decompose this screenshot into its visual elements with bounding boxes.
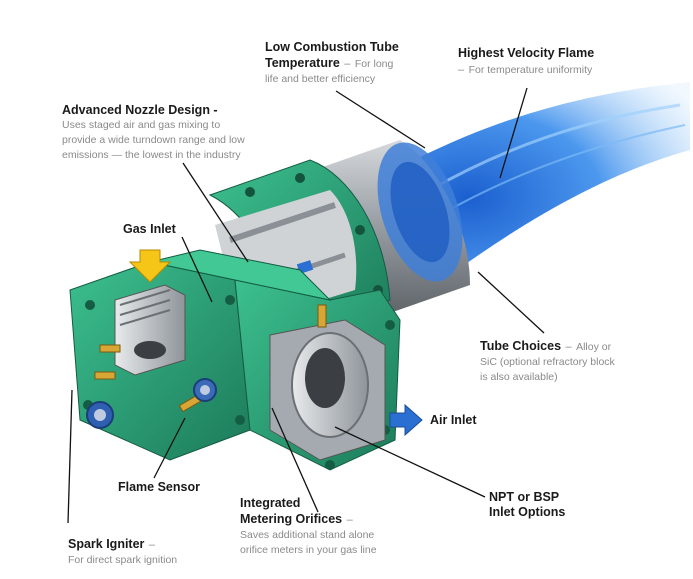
- callout-title: Low Combustion Tube: [265, 40, 399, 54]
- callout-spark: Spark Igniter – For direct spark ignitio…: [68, 537, 178, 566]
- callout-desc: For direct spark ignition: [68, 554, 178, 566]
- callout-npt: NPT or BSP Inlet Options: [489, 490, 565, 520]
- callout-title: Advanced Nozzle Design -: [62, 103, 218, 117]
- callout-low-combustion: Low Combustion Tube Temperature – For lo…: [265, 40, 399, 85]
- callout-title: Tube Choices: [480, 339, 562, 353]
- flame: [395, 82, 690, 275]
- callout-title: Flame Sensor: [118, 480, 200, 494]
- callout-tube-choices: Tube Choices – Alloy or SiC (optional re…: [480, 339, 615, 383]
- callout-desc: Alloy or: [576, 341, 612, 353]
- callout-title: Metering Orifices: [240, 512, 343, 526]
- callout-desc: For long: [354, 58, 394, 70]
- callout-title: Air Inlet: [430, 413, 477, 427]
- callout-desc: emissions — the lowest in the industry: [62, 149, 241, 161]
- callout-desc: life and better efficiency: [265, 73, 376, 85]
- gas-inlet-arrow: [128, 249, 172, 283]
- callout-highest-velocity: Highest Velocity Flame – For temperature…: [458, 46, 595, 76]
- callout-title: Spark Igniter: [68, 537, 145, 551]
- callout-desc: Saves additional stand alone: [240, 529, 375, 541]
- callout-title: NPT or BSP: [489, 490, 560, 504]
- callout-flame-sensor: Flame Sensor: [118, 480, 200, 495]
- callout-desc: is also available): [480, 371, 558, 383]
- callout-desc: Uses staged air and gas mixing to: [62, 119, 221, 131]
- flame-sensor-connector: [193, 378, 217, 402]
- callout-metering: Integrated Metering Orifices – Saves add…: [240, 496, 377, 556]
- callout-title: Integrated: [240, 496, 301, 510]
- metering-fittings: [94, 304, 327, 413]
- callout-air-inlet: Air Inlet: [430, 413, 477, 428]
- callout-gas-inlet: Gas Inlet: [123, 222, 176, 237]
- spark-igniter-connector: [86, 401, 114, 429]
- leader-lines: [67, 87, 545, 524]
- gas-inlet-port: [114, 284, 186, 376]
- callout-desc: SiC (optional refractory block: [480, 356, 615, 368]
- callout-desc: For temperature uniformity: [468, 64, 593, 76]
- callout-nozzle: Advanced Nozzle Design - Uses staged air…: [62, 103, 245, 163]
- callout-desc: provide a wide turndown range and low: [62, 134, 245, 146]
- callout-title: Gas Inlet: [123, 222, 176, 236]
- callout-title: Temperature: [265, 56, 340, 70]
- air-inlet-port: [269, 319, 386, 461]
- callout-desc: orifice meters in your gas line: [240, 544, 377, 556]
- callout-title: Highest Velocity Flame: [458, 46, 595, 60]
- air-inlet-arrow: [389, 403, 423, 437]
- callout-title: Inlet Options: [489, 505, 566, 519]
